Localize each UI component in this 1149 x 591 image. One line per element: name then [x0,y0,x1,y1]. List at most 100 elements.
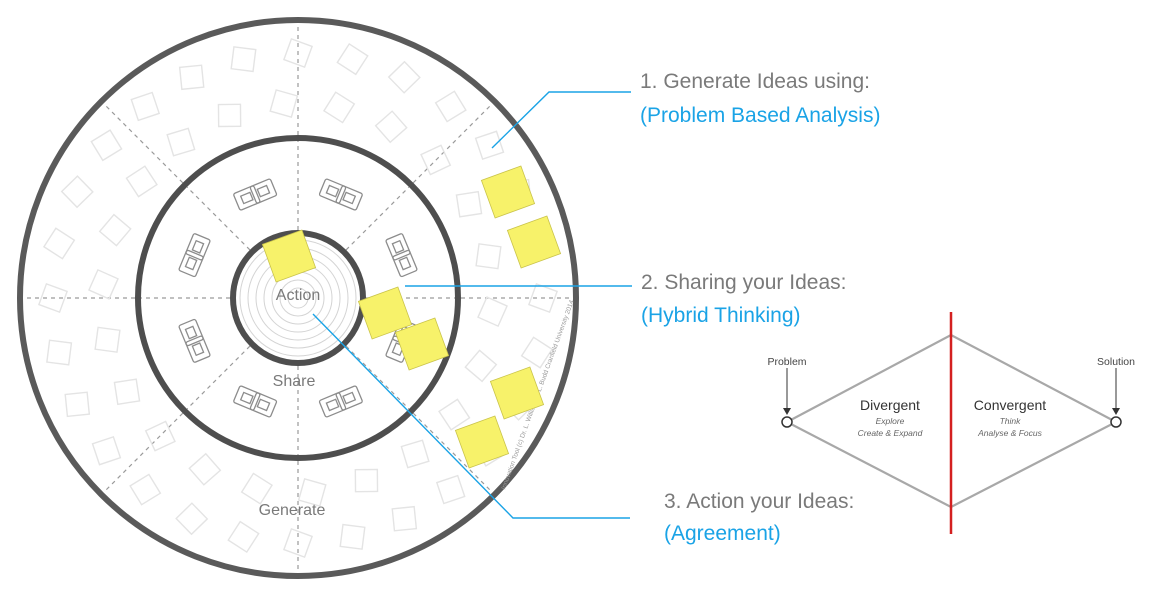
solution-arrowhead [1112,408,1120,415]
chain-link-part [391,239,405,254]
chain-link-icon [318,178,363,211]
outer-divider [412,412,493,493]
idea-outline-square [474,130,505,161]
chain-link-part [325,398,340,412]
idea-outline-square [113,378,141,406]
divergent-title: Divergent [860,397,920,413]
middle-divider [186,345,251,410]
idea-outline-square [420,144,452,176]
chain-link-part [249,392,278,418]
callout-line-generate [491,91,631,149]
outer-divider [412,103,493,184]
chain-link-part [398,256,412,271]
chain-link-part [256,184,271,198]
target-ring [287,287,309,309]
sticky-note[interactable] [394,317,450,371]
target-ring [279,279,317,317]
chain-link-icon [233,178,278,211]
convergent-line1: Think [1000,416,1022,426]
step-3-title: 3. Action your Ideas: [664,490,855,513]
idea-outline-square [64,391,91,418]
chain-link-part [392,249,418,278]
idea-outline-square [464,349,498,383]
middle-divider [186,186,251,251]
chain-link-part [184,256,198,271]
chain-link-part [178,318,204,347]
sticky-notes [261,165,562,469]
callout-lines [312,91,632,519]
idea-outline-square [339,523,366,550]
sticky-note[interactable] [261,229,317,283]
middle-divider [345,345,410,410]
idea-outline-square [374,110,408,144]
idea-outline-square [475,243,502,270]
sticky-note[interactable] [489,366,545,420]
divergent-line2: Create & Expand [858,428,923,438]
middle-divider [345,186,410,251]
chain-link-part [191,342,205,357]
problem-arrowhead [783,408,791,415]
chain-link-icon [385,233,418,278]
idea-outline-square [91,435,122,466]
ring-label-inner: Action [276,287,320,304]
chain-link-icon [233,385,278,418]
sticky-note[interactable] [506,215,562,269]
outer-divider [103,412,184,493]
step-1-title: 1. Generate Ideas using: [640,70,870,93]
idea-outline-square [144,420,176,452]
sticky-note[interactable] [454,415,510,469]
chain-link-part [233,185,261,211]
chain-link-part [191,239,205,254]
idea-outline-square [166,127,196,157]
ring-label-middle: Share [273,373,316,390]
step-2-title: 2. Sharing your Ideas: [641,271,847,294]
idea-outline-square [438,398,471,431]
outer-divider [103,103,184,184]
idea-outline-square [60,175,94,209]
idea-outline-square [323,91,356,124]
idea-outline-square [240,472,273,505]
idea-outline-square [283,528,313,558]
idea-outline-square [520,336,554,369]
callout-line-action [312,313,630,519]
idea-outline-square [125,165,158,198]
chain-link-part [239,391,254,405]
chain-link-icon [178,233,211,278]
idea-outline-square [46,339,73,366]
step-3-subtitle: (Agreement) [664,522,781,545]
idea-outline-square [178,64,205,91]
idea-outline-square [98,213,132,247]
idea-outline-square [188,452,222,486]
step-1-subtitle: (Problem Based Analysis) [640,104,881,127]
sticky-note[interactable] [480,165,536,219]
chain-link-part [335,185,363,211]
divergent-convergent-diagram: Problem Solution Divergent Explore Creat… [767,312,1135,534]
idea-outline-square [90,129,123,162]
chain-link-part [178,249,204,278]
innovation-wheel: Action Share Generate Innovation Tool (c… [17,17,579,579]
chain-link-part [233,385,261,411]
step-2-subtitle: (Hybrid Thinking) [641,304,801,327]
idea-outline-square [283,38,313,68]
problem-label: Problem [767,356,806,368]
problem-node [781,416,793,428]
idea-outline-square [391,505,418,532]
idea-outline-square [130,91,161,122]
sticky-note[interactable] [357,286,413,340]
chain-link-part [318,178,347,204]
idea-outline-square [400,439,430,469]
outer-ring-dividers [23,23,573,573]
idea-outline-square [217,103,242,128]
chain-link-part [184,325,198,340]
idea-outline-square [434,90,467,123]
solution-node [1110,416,1122,428]
chain-link-part [239,191,254,205]
chain-link-part [185,233,211,261]
middle-ring-dividers [141,141,455,455]
idea-outline-square [528,283,558,313]
idea-outline-square [230,46,257,73]
idea-outline-square [455,190,483,218]
idea-outline-square [297,478,327,507]
chain-link-part [185,335,211,363]
